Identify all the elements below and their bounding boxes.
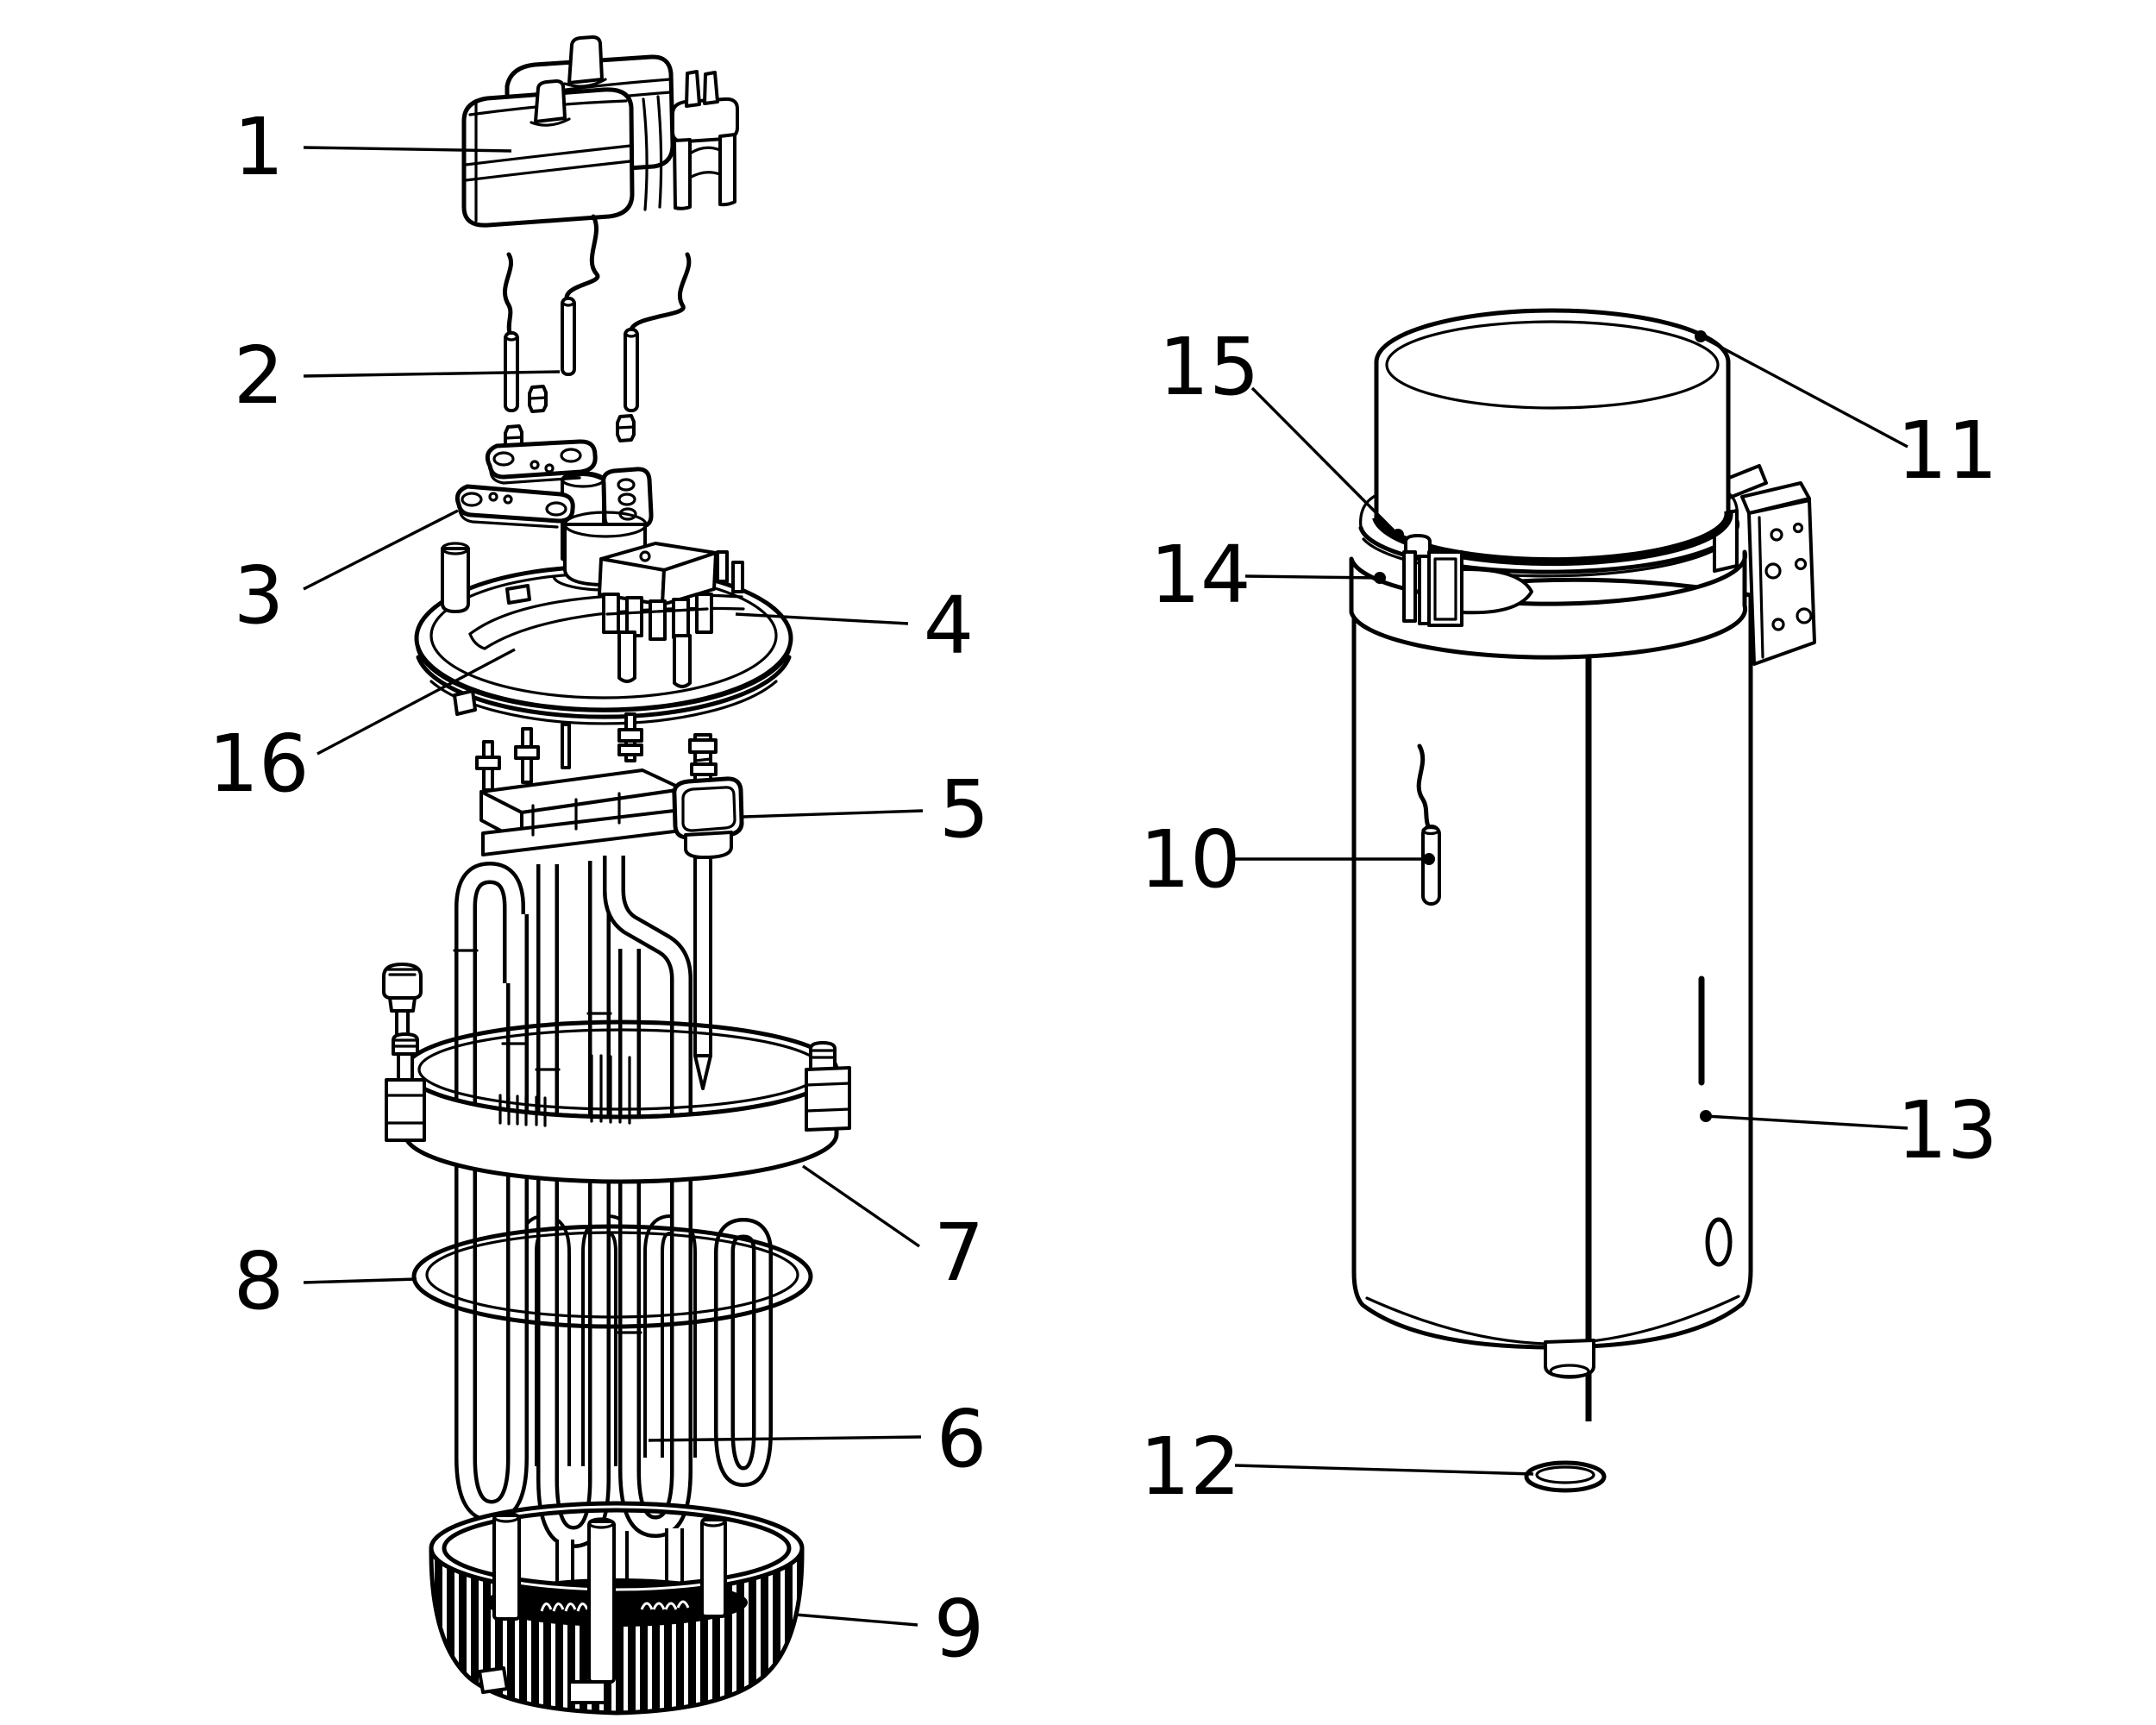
part-label-9: 9 [934,1583,985,1675]
sensor-rods-group [503,252,692,453]
part-label-15: 15 [1158,321,1259,413]
part-label-4: 4 [924,580,975,672]
leader-line-14 [1244,574,1381,580]
element-bracket [479,768,685,856]
part-label-12: 12 [1139,1421,1240,1513]
top-cap [1372,308,1733,567]
mounting-bracket [1714,464,1816,666]
part-label-16: 16 [208,718,309,810]
leader-line-1 [303,146,512,153]
part-label-5: 5 [939,763,990,856]
leader-line-7 [802,1164,920,1248]
leader-line-16 [317,648,516,756]
leader-line-5 [743,809,924,819]
part-label-1: 1 [234,101,285,193]
leader-line-9 [794,1613,918,1627]
leader-dot-10 [1423,853,1435,865]
leader-line-11 [1700,335,1908,448]
clamp-band [1349,534,1748,660]
probe-wire [1416,743,1441,906]
leader-line-6 [648,1435,922,1442]
leader-dot-13 [1700,1110,1712,1122]
leader-dot-14 [1374,572,1386,584]
leader-line-15 [1250,386,1400,536]
part-label-7: 7 [934,1207,985,1299]
nut [504,385,636,453]
insulator-bushing [672,733,744,1090]
o-ring [1524,1460,1607,1493]
part-label-14: 14 [1150,529,1250,621]
part-label-2: 2 [234,329,285,422]
clamp-ring [385,1019,851,1184]
leader-line-12 [1234,1464,1534,1476]
leader-line-8 [303,1277,417,1284]
thermostat-group [461,35,739,301]
gasket-ring [411,1224,813,1329]
screw [382,963,423,1049]
part-label-11: 11 [1896,405,1997,497]
drain-nipple [1544,1339,1595,1379]
part-label-8: 8 [234,1235,285,1327]
leader-line-2 [303,370,561,378]
part-label-13: 13 [1896,1084,1997,1176]
part-label-10: 10 [1139,813,1240,906]
leader-line-3 [303,509,459,591]
leader-dot-15 [1392,529,1404,541]
terminal-block [598,542,744,688]
part-label-3: 3 [234,549,285,642]
part-label-6: 6 [937,1393,987,1485]
leader-dot-11 [1695,330,1707,342]
leader-line-4 [735,612,909,625]
leader-line-13 [1705,1114,1908,1130]
coil-basket [429,1501,805,1716]
tank-body [1351,577,1753,1421]
